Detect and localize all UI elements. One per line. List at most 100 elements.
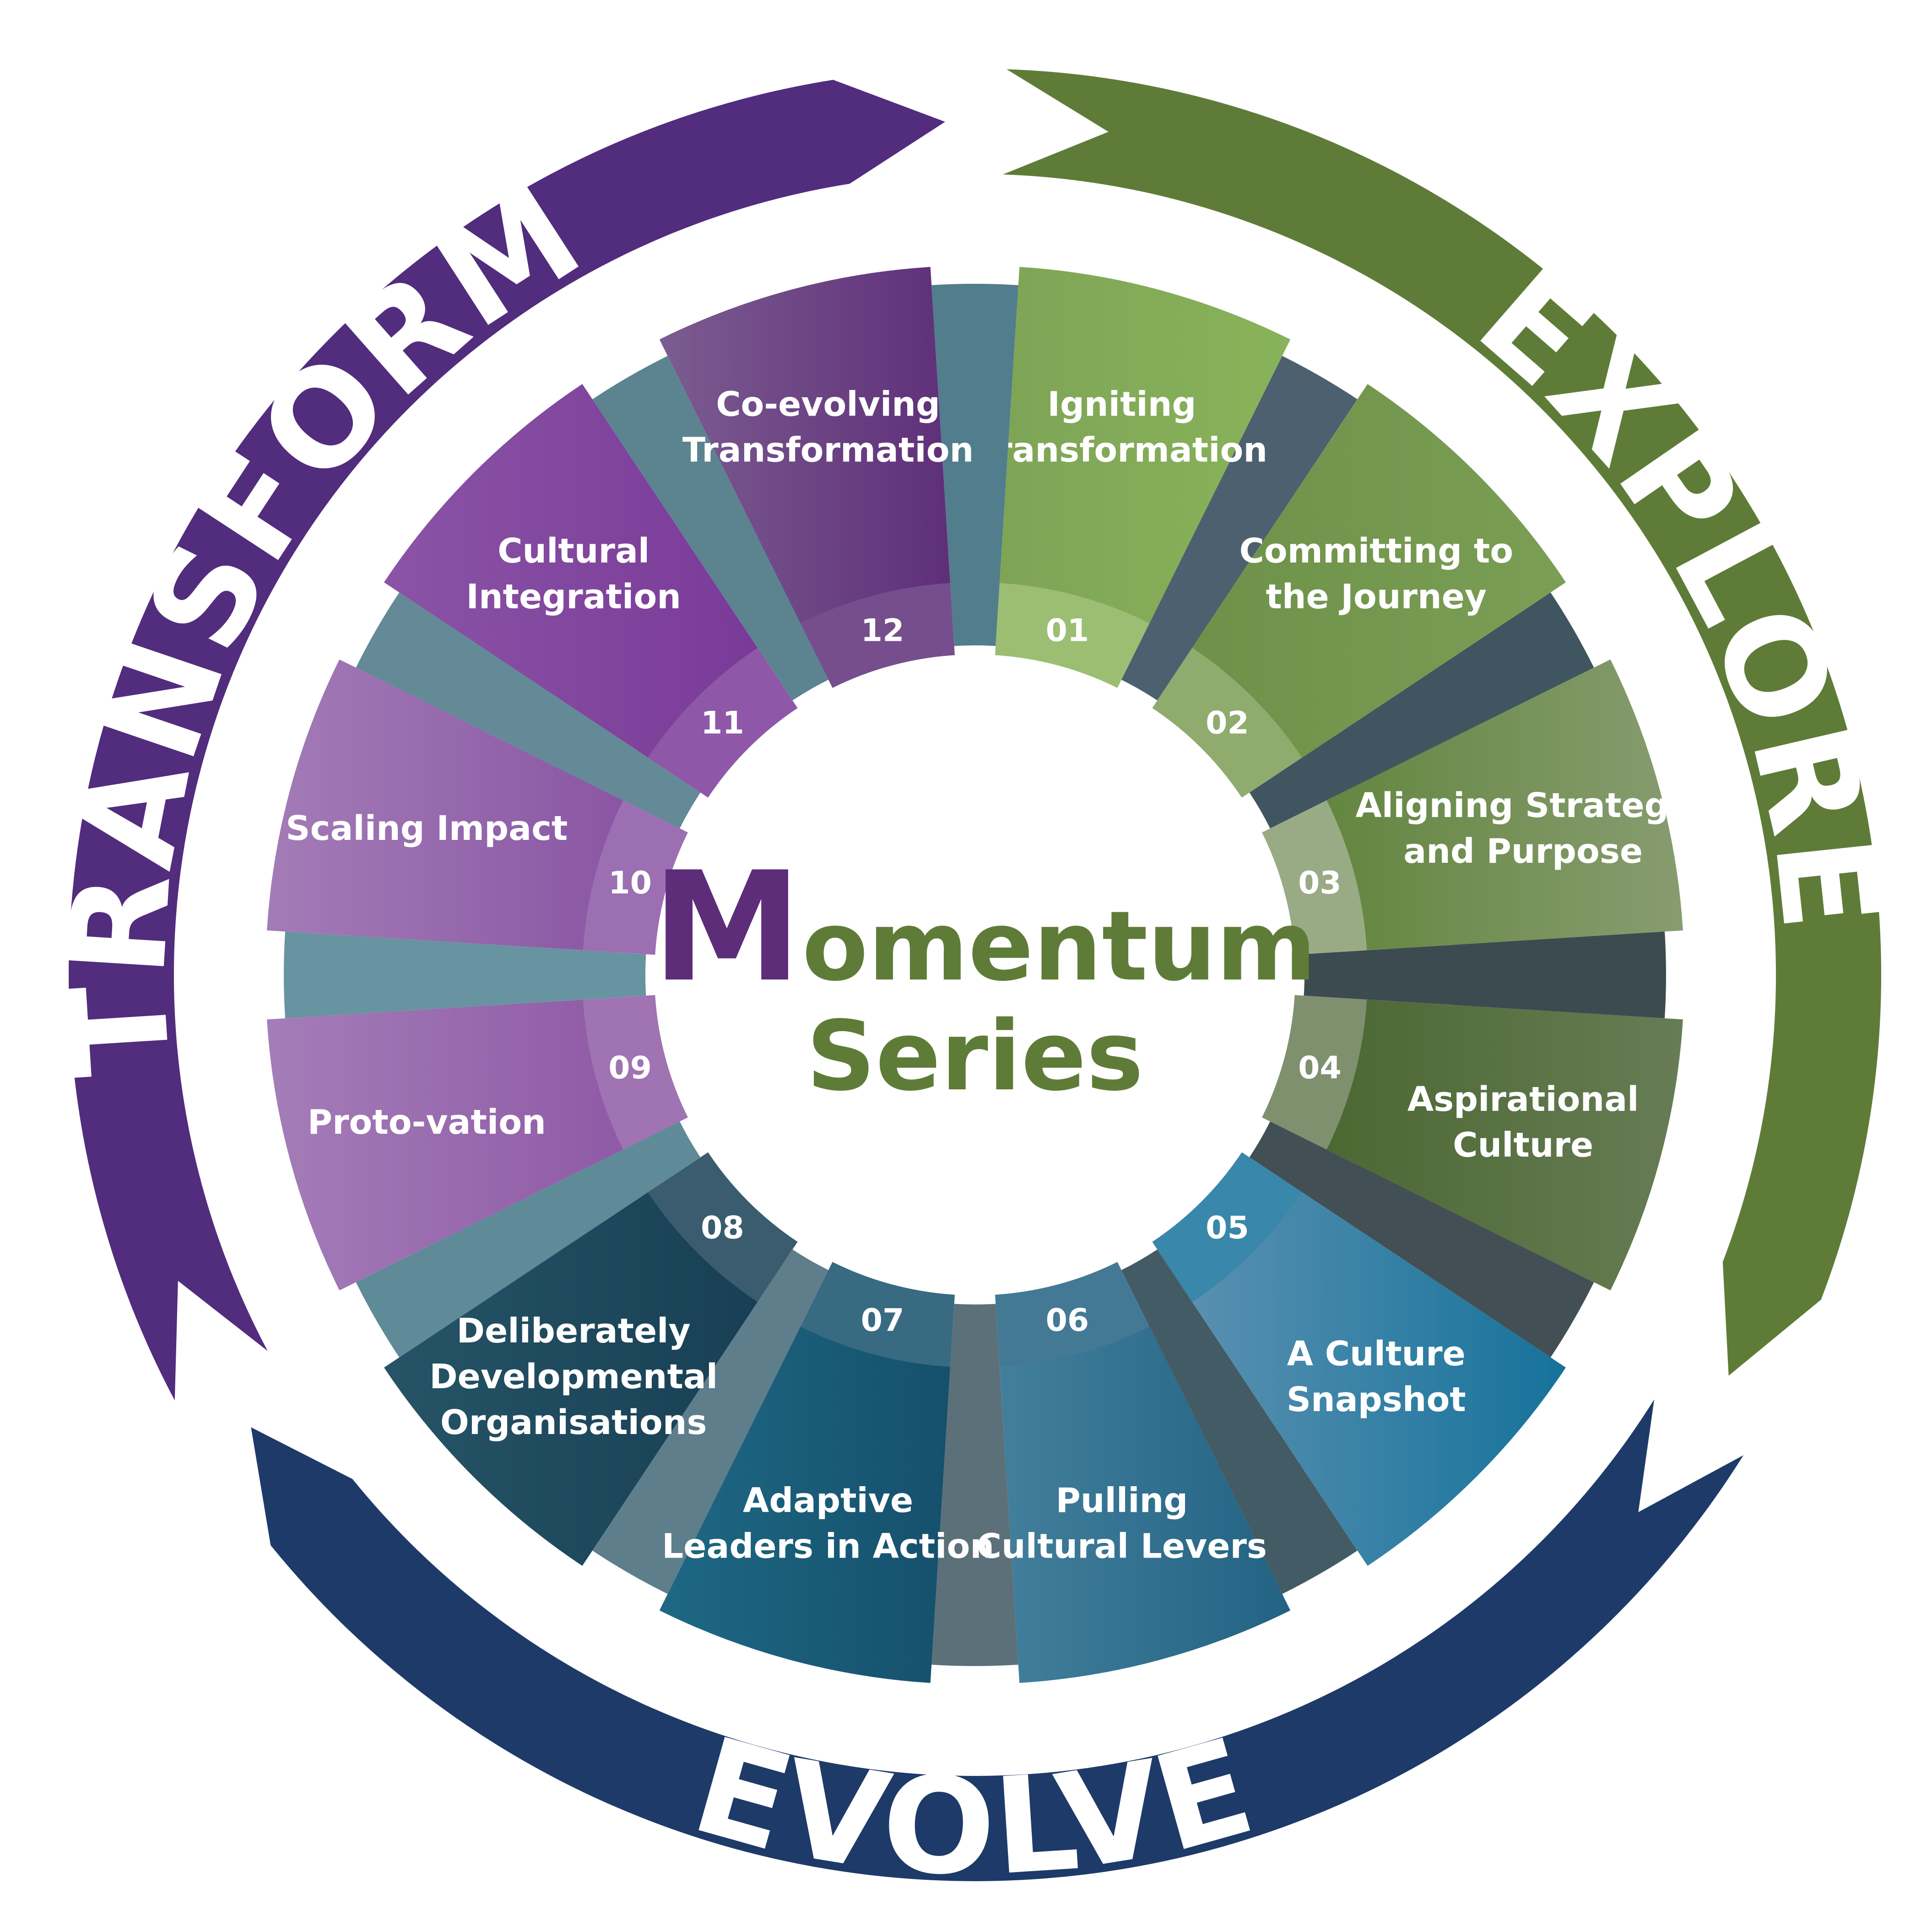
segment-wedge [1326,999,1683,1291]
segment-label-line: A Culture [1287,1334,1466,1374]
segment-number-band [1262,995,1368,1150]
title-initial: M [652,839,802,1015]
segment-wedge [1192,384,1566,758]
segment-label-line: Integration [466,577,681,617]
segment-number-band [995,582,1150,688]
segment-label-line: Co-evolving [716,384,940,424]
segment-label-line: Committing to [1239,531,1513,571]
segment-label-line: Developmental [429,1357,718,1396]
segment-divider [592,356,828,701]
segment-wedge [659,1326,951,1683]
evolve-phase-arc [251,1399,1744,1881]
segment-label-line: Pulling [1056,1481,1188,1521]
segment-number-band [582,800,688,955]
segment-label-line: Proto-vation [308,1103,546,1142]
segment-wedge [384,384,758,758]
segment-number: 08 [701,1210,744,1246]
segment-label-line: Aligning Strategy [1356,786,1691,825]
segment-wedge [1192,1192,1566,1566]
segment-wedge [1326,659,1683,951]
title-rest: omentum [802,890,1316,1002]
segment-divider [931,284,1018,646]
segment-label: Proto-vation [308,1103,546,1142]
segment-divider [1121,356,1358,701]
segment-number-band [1262,800,1368,955]
segment-label: Scaling Impact [286,809,568,848]
segment-divider [592,1249,828,1594]
title-line-2: Series [806,1000,1144,1112]
segment-label-line: Deliberately [457,1311,691,1351]
segment-divider [1304,931,1666,1018]
segment-label-line: the Journey [1266,577,1487,617]
segment-wedge [999,1326,1291,1683]
segment-number-band [647,1152,798,1303]
segment-label-line: Igniting [1047,384,1196,424]
title-line-1: Momentum [652,839,1316,1015]
segment-number-band [647,647,798,798]
segment-10: 10 Scaling Impact [267,592,701,955]
segment-label-line: Leaders in Action [662,1527,994,1566]
segment-number: 01 [1046,613,1089,649]
segment-02: 02 Committing to the Journey [1152,384,1594,828]
segment-label-line: Scaling Impact [286,809,568,848]
segment-wedge [999,267,1291,623]
segment-number-band [800,1262,955,1368]
transform-phase-arc [69,80,945,1401]
segment-number: 10 [608,865,652,901]
segment-label-line: Adaptive [743,1481,913,1521]
segment-divider [356,1121,701,1358]
segment-label-line: Aspirational [1407,1080,1639,1119]
segment-number: 04 [1298,1050,1342,1086]
segment-number: 06 [1046,1302,1089,1338]
segment-label-line: Transformation [976,430,1267,470]
evolve-phase-label: EVOLVE [678,1709,1272,1906]
explore-phase-arc [1003,69,1882,1376]
segment-label: Committing to the Journey [1239,531,1513,617]
segment-divider [1249,1121,1594,1358]
segment-divider [356,592,701,828]
segment-divider [931,1304,1018,1666]
segment-label-line: Culture [1453,1126,1593,1165]
evolve-label-path: EVOLVE [678,1709,1268,1906]
segment-wedge [267,659,623,951]
segment-divider [284,931,646,1018]
segment-wedge [659,267,951,623]
segment-label-line: Cultural Levers [977,1527,1267,1566]
segment-number-band [800,582,955,688]
segment-number: 02 [1206,705,1249,741]
segment-number-band [995,1262,1150,1368]
segment-number-band [582,995,688,1150]
segment-number: 09 [608,1050,652,1086]
segment-number: 12 [861,613,904,649]
segment-number: 05 [1206,1210,1249,1246]
segment-wedge [267,999,623,1291]
segment-number-band [1152,1152,1303,1303]
segment-label-line: Snapshot [1287,1380,1466,1419]
segment-number: 07 [861,1302,904,1338]
center-hub: Momentum Series [652,655,1316,1295]
segment-label-line: Cultural [498,531,649,571]
segment-divider [1121,1249,1358,1594]
phase-arcs [69,69,1882,1881]
